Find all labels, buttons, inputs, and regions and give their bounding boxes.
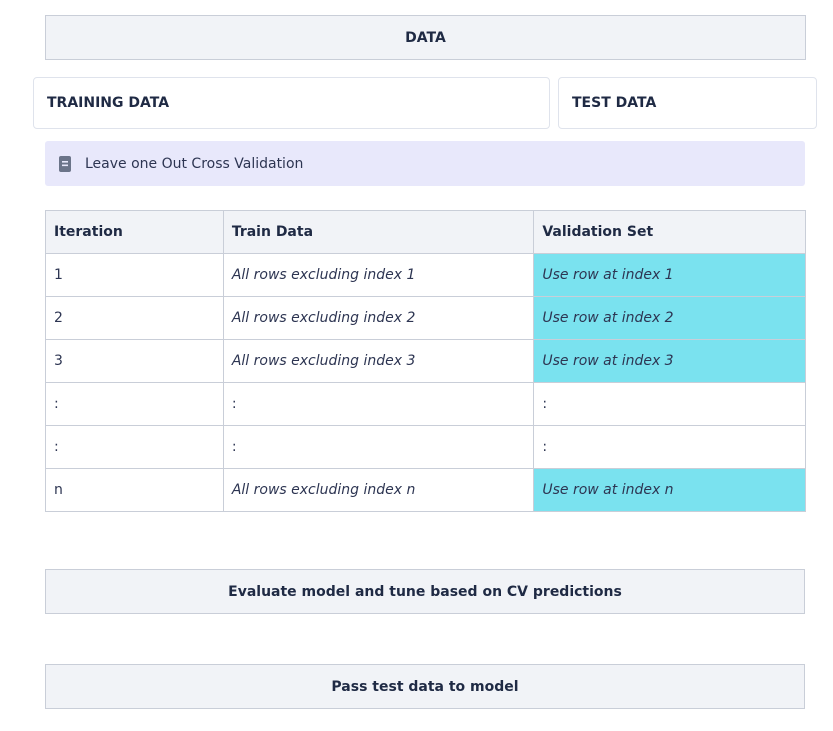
- loocv-callout: Leave one Out Cross Validation: [45, 141, 805, 186]
- table-header-row: Iteration Train Data Validation Set: [45, 210, 806, 254]
- header-iteration: Iteration: [45, 210, 224, 254]
- table-row: 1 All rows excluding index 1 Use row at …: [45, 253, 806, 297]
- validation-set-cell: Use row at index 1: [533, 253, 806, 297]
- iteration-cell: n: [45, 468, 224, 512]
- table-row: : : :: [45, 382, 806, 426]
- header-train-data: Train Data: [222, 210, 535, 254]
- table-row: 3 All rows excluding index 3 Use row at …: [45, 339, 806, 383]
- pass-test-data-step: Pass test data to model: [45, 664, 805, 709]
- train-data-cell: :: [222, 425, 535, 469]
- data-header-label: DATA: [405, 29, 446, 46]
- table-row: 2 All rows excluding index 2 Use row at …: [45, 296, 806, 340]
- train-data-cell: All rows excluding index 2: [222, 296, 535, 340]
- loocv-callout-text: Leave one Out Cross Validation: [85, 155, 304, 172]
- training-data-box: TRAINING DATA: [33, 77, 550, 129]
- data-header: DATA: [45, 15, 806, 60]
- train-data-cell: All rows excluding index n: [222, 468, 535, 512]
- validation-set-cell: Use row at index 2: [533, 296, 806, 340]
- evaluate-model-label: Evaluate model and tune based on CV pred…: [228, 583, 622, 600]
- train-data-cell: All rows excluding index 1: [222, 253, 535, 297]
- iteration-cell: 3: [45, 339, 224, 383]
- iteration-cell: 2: [45, 296, 224, 340]
- table-row: : : :: [45, 425, 806, 469]
- test-data-label: TEST DATA: [572, 95, 657, 111]
- pass-test-data-label: Pass test data to model: [331, 678, 519, 695]
- table-row: n All rows excluding index n Use row at …: [45, 468, 806, 512]
- iteration-cell: :: [45, 382, 224, 426]
- evaluate-model-step: Evaluate model and tune based on CV pred…: [45, 569, 805, 614]
- iteration-cell: 1: [45, 253, 224, 297]
- test-data-box: TEST DATA: [558, 77, 817, 129]
- validation-set-cell: Use row at index 3: [533, 339, 806, 383]
- document-icon: [59, 155, 71, 172]
- cv-table: Iteration Train Data Validation Set 1 Al…: [45, 210, 806, 512]
- iteration-cell: :: [45, 425, 224, 469]
- header-validation-set: Validation Set: [533, 210, 806, 254]
- training-data-label: TRAINING DATA: [47, 95, 170, 111]
- validation-set-cell: :: [533, 425, 806, 469]
- train-data-cell: All rows excluding index 3: [222, 339, 535, 383]
- validation-set-cell: Use row at index n: [533, 468, 806, 512]
- train-data-cell: :: [222, 382, 535, 426]
- validation-set-cell: :: [533, 382, 806, 426]
